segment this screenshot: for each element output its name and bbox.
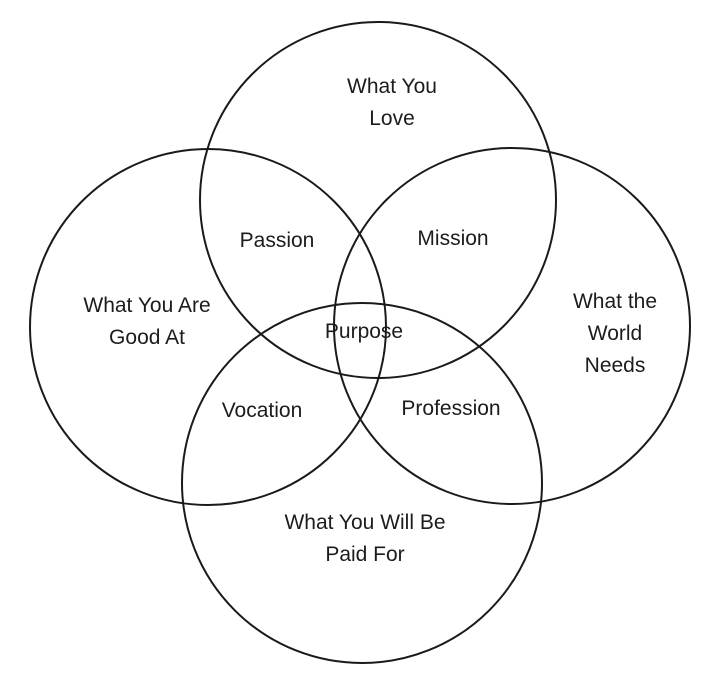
label-what-you-love: What You Love <box>347 75 437 130</box>
label-profession: Profession <box>401 397 501 420</box>
circle-what-you-are-good-at <box>29 148 387 506</box>
label-what-the-world-needs: What the World Needs <box>572 290 658 377</box>
circle-what-the-world-needs <box>333 147 691 505</box>
label-purpose: Purpose <box>324 320 404 343</box>
circle-what-you-will-be-paid-for <box>181 302 543 664</box>
label-passion: Passion <box>239 229 315 252</box>
label-what-you-will-be-paid-for: What You Will Be Paid For <box>284 511 446 566</box>
label-vocation: Vocation <box>221 399 303 422</box>
label-mission: Mission <box>417 227 489 250</box>
label-what-you-are-good-at: What You Are Good At <box>83 294 211 349</box>
